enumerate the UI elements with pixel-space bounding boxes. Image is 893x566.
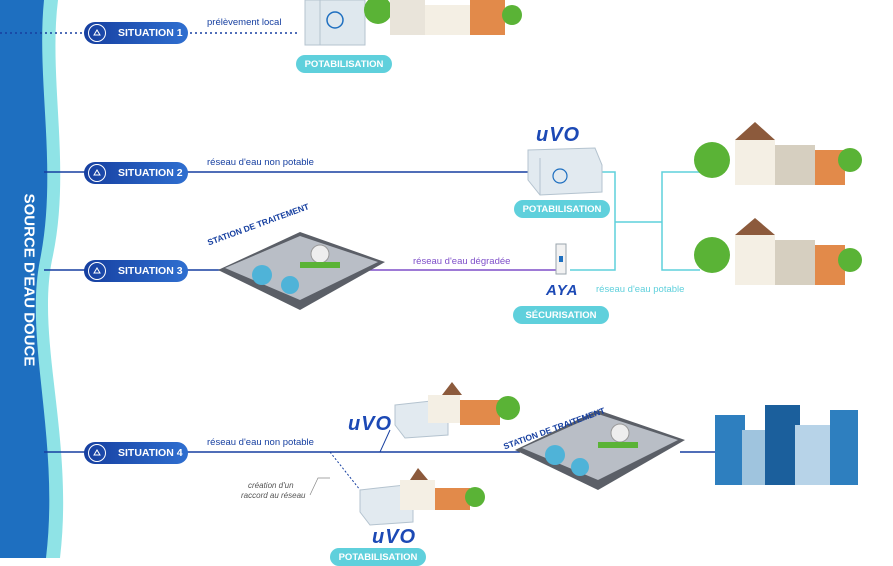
raccord-label-2: raccord au réseau: [241, 491, 306, 500]
uvo-drop: [379, 429, 391, 453]
uvo-logo-s2: uVO: [536, 124, 581, 146]
situation-3-pill: SITUATION 3: [84, 260, 188, 282]
container-s4-upper: [394, 382, 520, 439]
potable-label: réseau d'eau potable: [596, 284, 685, 295]
container-s2: [527, 147, 603, 196]
aya-logo: AYA: [546, 282, 579, 299]
situation-2-pill: SITUATION 2: [84, 162, 188, 184]
uvo-logo-s4-lower: uVO: [372, 526, 417, 548]
potabilisation-tag-top: POTABILISATION: [296, 55, 392, 73]
s1-line-label: prélèvement local: [207, 17, 282, 28]
situation-4-label: SITUATION 4: [118, 447, 183, 459]
station-s4: [515, 410, 685, 490]
container-s4-lower: [359, 468, 485, 526]
raccord-label-1: création d'un: [248, 481, 294, 490]
securisation-tag: SÉCURISATION: [513, 306, 609, 324]
s3-line-label: réseau d'eau dégradée: [413, 256, 511, 267]
potable-line-a: [570, 171, 616, 271]
raccord-callout: [309, 477, 330, 496]
aya-device: [555, 243, 567, 275]
potabilisation-tag-mid: POTABILISATION: [514, 200, 610, 218]
side-title: SOURCE D'EAU DOUCE: [20, 193, 38, 367]
situation-1-pill: SITUATION 1: [84, 22, 188, 44]
situation-3-label: SITUATION 3: [118, 265, 183, 277]
station-s3: [218, 232, 385, 310]
recycle-icon: [88, 444, 106, 462]
recycle-icon: [88, 24, 106, 42]
recycle-icon: [88, 164, 106, 182]
recycle-icon: [88, 262, 106, 280]
s2-line-label: réseau d'eau non potable: [207, 157, 314, 168]
uvo-logo-s4-upper: uVO: [348, 413, 393, 435]
houses-s1: [364, 0, 522, 35]
houses-top-right: [694, 122, 862, 185]
situation-1-label: SITUATION 1: [118, 27, 183, 39]
container-s1: [304, 0, 366, 46]
s4-line-label: réseau d'eau non potable: [207, 437, 314, 448]
potable-line-c: [661, 171, 700, 271]
city-buildings: [715, 405, 858, 485]
situation-2-label: SITUATION 2: [118, 167, 183, 179]
houses-bottom-right: [694, 218, 862, 285]
water-band: [0, 0, 50, 558]
potabilisation-tag-bottom: POTABILISATION: [330, 548, 426, 566]
situation-4-pill: SITUATION 4: [84, 442, 188, 464]
